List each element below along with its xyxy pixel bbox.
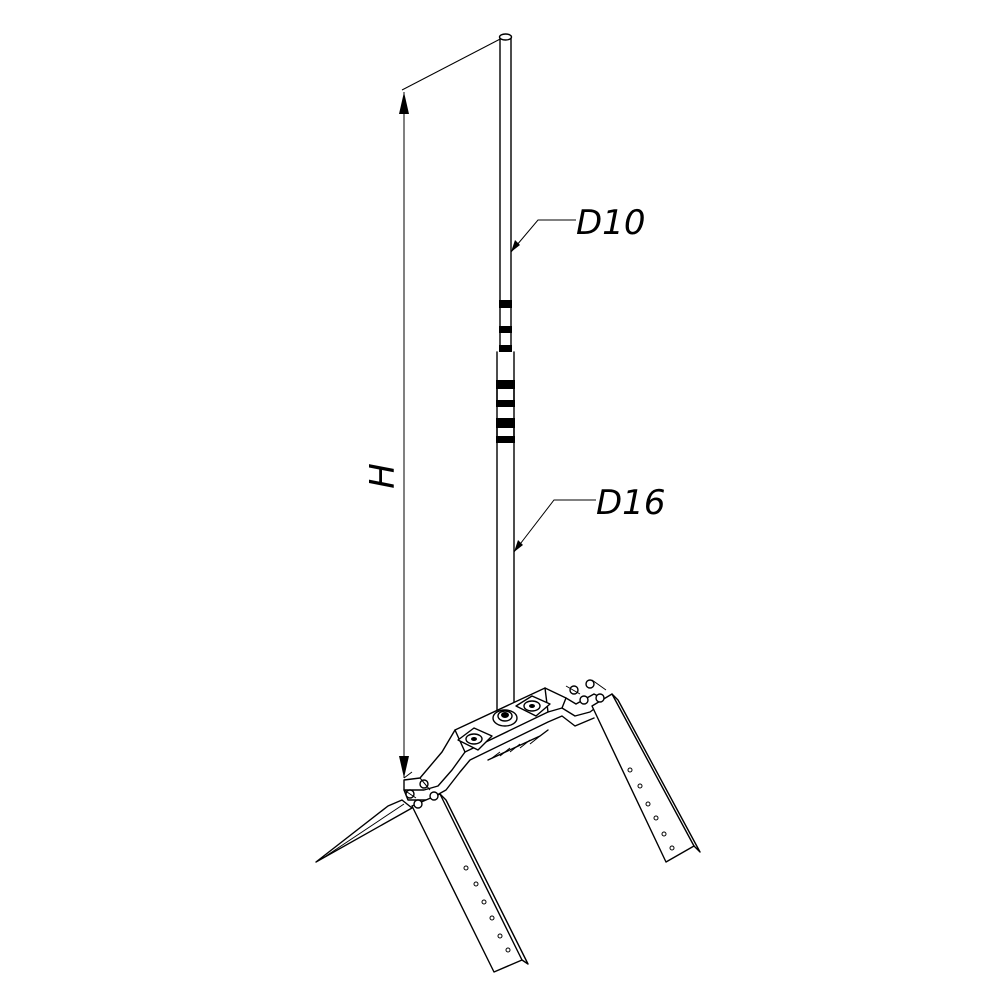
- callout-d10: D10: [510, 203, 645, 253]
- clamp-pads: [457, 695, 551, 751]
- height-dimension: [399, 35, 507, 779]
- rod: [496, 33, 515, 713]
- label-d16: D16: [596, 483, 665, 523]
- callout-d16: D16: [513, 483, 665, 553]
- left-leg-holes: [463, 865, 511, 953]
- right-leg-holes: [627, 767, 675, 851]
- label-height: H: [363, 463, 403, 489]
- label-d10: D10: [576, 203, 645, 243]
- wing-bolts: [403, 679, 607, 809]
- base-bracket: [315, 679, 701, 973]
